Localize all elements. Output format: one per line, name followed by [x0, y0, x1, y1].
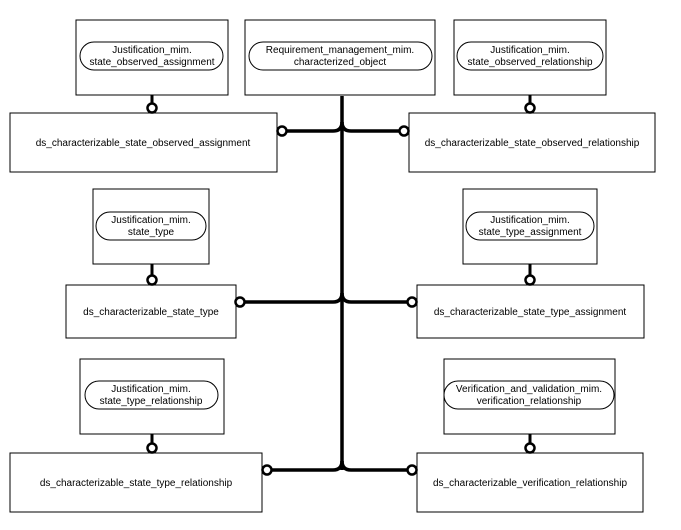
branch-row3-right — [340, 460, 407, 472]
endpoints — [146, 102, 536, 476]
outer-box-bottom-left: Justification_mim. state_type_relationsh… — [79, 358, 225, 435]
outer-label-line2: state_observed_assignment — [89, 57, 214, 68]
outer-label-line1: Requirement_management_mim. — [266, 45, 414, 56]
outer-label-line2: characterized_object — [294, 57, 386, 68]
outer-label-line1: Justification_mim. — [111, 215, 190, 226]
outer-box-top-left: Justification_mim. state_observed_assign… — [75, 19, 229, 96]
branch-row3-left — [272, 460, 344, 472]
pill-label — [248, 41, 433, 71]
endpoint-circle — [524, 102, 536, 114]
entity-label: ds_characterizable_state_type_relationsh… — [40, 478, 233, 489]
pill-label — [95, 211, 207, 241]
outer-box-bottom-right: Verification_and_validation_mim. verific… — [443, 358, 616, 435]
endpoint-circle — [398, 125, 410, 137]
endpoint-circle — [146, 274, 158, 286]
branch-row2-left — [245, 292, 344, 304]
entity-box-row2-left: ds_characterizable_state_type — [65, 284, 237, 339]
outer-label-line1: Justification_mim. — [490, 215, 569, 226]
entity-label: ds_characterizable_state_type — [83, 307, 219, 318]
pill-label — [456, 41, 604, 71]
pill-label — [84, 380, 219, 410]
entity-label: ds_characterizable_verification_relation… — [433, 478, 627, 489]
outer-label-line2: verification_relationship — [477, 396, 582, 407]
endpoint-circle — [276, 125, 288, 137]
outer-label-line1: Verification_and_validation_mim. — [456, 384, 602, 395]
outer-label-line1: Justification_mim. — [111, 384, 190, 395]
outer-box-top-right: Justification_mim. state_observed_relati… — [453, 19, 607, 96]
endpoint-circle — [406, 296, 418, 308]
connectors — [150, 95, 532, 472]
entity-box-row3-right: ds_characterizable_verification_relation… — [416, 452, 644, 513]
endpoint-circle — [146, 102, 158, 114]
entity-box-row1-left: ds_characterizable_state_observed_assign… — [9, 112, 278, 173]
outer-box-mid-right: Justification_mim. state_type_assignment — [462, 188, 598, 265]
pill-label — [465, 211, 595, 241]
entity-box-row2-right: ds_characterizable_state_type_assignment — [416, 284, 645, 339]
endpoint-circle — [524, 274, 536, 286]
entity-label: ds_characterizable_state_observed_assign… — [36, 138, 251, 149]
outer-box-top-center: Requirement_management_mim. characterize… — [244, 19, 436, 96]
entity-box-row1-right: ds_characterizable_state_observed_relati… — [408, 112, 656, 173]
endpoint-circle — [146, 442, 158, 454]
branch-row1-right — [340, 121, 399, 133]
endpoint-circle — [406, 464, 418, 476]
pill-label — [79, 41, 224, 71]
pill-label — [443, 380, 615, 410]
outer-label-line1: Justification_mim. — [490, 45, 569, 56]
outer-label-line2: state_type_relationship — [100, 396, 203, 407]
entity-label: ds_characterizable_state_observed_relati… — [425, 138, 640, 149]
entity-label: ds_characterizable_state_type_assignment — [434, 307, 627, 318]
endpoint-circle — [524, 442, 536, 454]
outer-label-line1: Justification_mim. — [112, 45, 191, 56]
endpoint-circle — [261, 464, 273, 476]
endpoint-circle — [234, 296, 246, 308]
outer-label-line2: state_observed_relationship — [467, 57, 593, 68]
outer-box-mid-left: Justification_mim. state_type — [92, 188, 210, 265]
entity-box-row3-left: ds_characterizable_state_type_relationsh… — [9, 452, 263, 513]
outer-label-line2: state_type — [128, 227, 175, 238]
outer-label-line2: state_type_assignment — [479, 227, 582, 238]
branch-row1-left — [287, 121, 344, 133]
branch-row2-right — [340, 292, 407, 304]
